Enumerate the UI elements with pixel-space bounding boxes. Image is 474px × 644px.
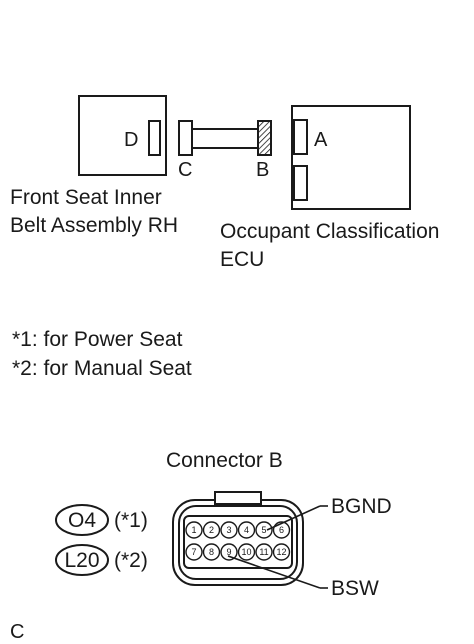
- connector-a-housing: [293, 119, 308, 155]
- pin-number: 5: [261, 525, 266, 535]
- bgnd-leader-line: [266, 505, 321, 531]
- pin-number: 1: [191, 525, 196, 535]
- pin-cavity: [185, 543, 203, 561]
- pin-number: 4: [244, 525, 249, 535]
- pin-cavity: [237, 521, 256, 539]
- connector-d-label: D: [124, 129, 138, 151]
- pin-number: 12: [276, 547, 286, 557]
- pin-number: 7: [191, 547, 196, 557]
- pin-number: 3: [226, 525, 231, 535]
- pin-number: 8: [209, 547, 214, 557]
- pin-cavity: [185, 521, 203, 539]
- pin-number: 11: [259, 547, 268, 557]
- connector-b: [257, 120, 272, 156]
- connector-c-label: C: [178, 159, 192, 181]
- connector-code-l20-ellipse: [55, 544, 109, 576]
- figure-letter: C: [10, 621, 24, 643]
- pin-cavity: [272, 543, 291, 561]
- belt-assembly-name-line2: Belt Assembly RH: [10, 214, 178, 237]
- pin-number: 9: [226, 547, 231, 557]
- connector-code-l20: L20: [64, 549, 99, 572]
- pin-cavity: [202, 543, 221, 561]
- note-manual-seat: *2: for Manual Seat: [12, 357, 192, 380]
- pin-cavity: [255, 543, 273, 561]
- ecu-name-line1: Occupant Classification: [220, 220, 439, 243]
- pin-cavity: [220, 543, 238, 561]
- connector-code-l20-note: (*2): [114, 549, 148, 572]
- pin-number: 2: [209, 525, 214, 535]
- ecu-box: [291, 105, 411, 210]
- belt-assembly-name-line1: Front Seat Inner: [10, 186, 162, 209]
- pin-cavity: [202, 521, 221, 539]
- ecu-second-connector-housing: [293, 165, 308, 201]
- pin-number: 6: [279, 525, 284, 535]
- pin-cavity: [255, 521, 273, 539]
- ecu-name-line2: ECU: [220, 248, 264, 271]
- pin-cavity: [220, 521, 238, 539]
- pin-number: 10: [241, 547, 251, 557]
- terminal-bgnd-label: BGND: [331, 495, 392, 518]
- connector-code-o4-note: (*1): [114, 509, 148, 532]
- bsw-leader-line: [227, 555, 321, 589]
- pin-cavity: [237, 543, 256, 561]
- connector-c: [178, 120, 193, 156]
- terminal-bsw-label: BSW: [331, 577, 379, 600]
- connector-view-title: Connector B: [166, 449, 283, 472]
- note-power-seat: *1: for Power Seat: [12, 328, 183, 351]
- connector-a-label: A: [314, 129, 328, 151]
- connector-b-label: B: [256, 159, 269, 181]
- connector-d-housing: [148, 120, 161, 156]
- connector-code-o4: O4: [68, 509, 96, 532]
- connector-code-o4-ellipse: [55, 504, 109, 536]
